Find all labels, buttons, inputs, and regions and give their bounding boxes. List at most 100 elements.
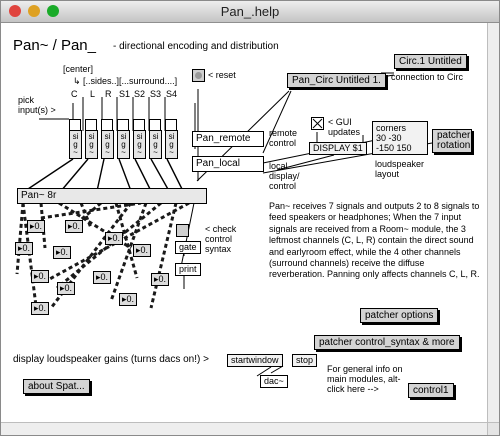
title-bar: Pan_.help [1,1,499,23]
print-object[interactable]: print [175,263,201,276]
corners-line: -150 150 [376,143,412,153]
slider-glyph: g [73,140,78,149]
gui-updates-toggle[interactable] [311,117,324,130]
patcher-rotation-button[interactable]: patcher rotation [432,129,472,153]
loudspeaker-gain-number[interactable]: ▸0. [105,232,124,245]
number-arrow-icon: ▸ [34,271,39,281]
channel-label: S1 [119,89,131,99]
control1-button[interactable]: control1 [408,383,454,398]
description-text: Pan~ receives 7 signals and outputs 2 to… [269,201,480,280]
reset-label: < reset [208,70,236,80]
corners-line: corners [376,123,407,133]
number-value: 0. [158,274,167,284]
remote-control-label: remote control [269,128,298,148]
loudspeaker-gain-number[interactable]: ▸0. [31,302,50,315]
slider-glyph: si [72,132,79,141]
loudspeaker-gain-number[interactable]: ▸0. [27,220,46,233]
loudspeaker-gain-number[interactable]: ▸0. [151,273,170,286]
number-arrow-icon: ▸ [30,221,35,231]
number-arrow-icon: ▸ [122,294,127,304]
slider-glyph: g [153,140,158,149]
loudspeaker-gain-number[interactable]: ▸0. [57,282,76,295]
slider-glyph: ~ [89,148,94,157]
slider-glyph: ~ [105,148,110,157]
dac-object[interactable]: dac~ [260,375,288,388]
slider-glyph: ~ [73,148,78,157]
channel-label: L [90,89,96,99]
vertical-scrollbar[interactable] [487,23,499,423]
slider-glyph: ~ [153,148,158,157]
number-arrow-icon: ▸ [108,233,113,243]
patch-canvas: Pan~ / Pan_ - directional encoding and d… [1,23,489,423]
center-label: [center] [63,64,94,74]
patcher-options-button[interactable]: patcher options [360,308,439,323]
number-value: 0. [60,247,69,257]
slider-glyph: ~ [121,148,126,157]
patcher-control-syntax-button[interactable]: patcher control_syntax & more [314,335,460,350]
number-value: 0. [38,303,47,313]
zoom-window-button[interactable] [47,5,59,17]
number-value: 0. [38,271,47,281]
pan-local-object[interactable]: Pan_local [192,156,264,172]
loudspeaker-gain-number[interactable]: ▸0. [65,220,84,233]
number-value: 0. [140,245,149,255]
channel-label: S3 [150,89,162,99]
horizontal-scrollbar[interactable] [1,422,489,435]
slider-glyph: si [136,132,143,141]
number-arrow-icon: ▸ [56,247,61,257]
patch-cords [15,72,433,377]
channel-label: C [71,89,78,99]
gui-updates-label: < GUI updates [328,117,361,137]
slider-glyph: si [104,132,111,141]
loudspeaker-gain-number[interactable]: ▸0. [15,242,34,255]
check-syntax-button[interactable] [176,224,189,237]
pan-object[interactable]: Pan~ 8r [17,188,207,204]
loudspeaker-gain-number[interactable]: ▸0. [93,271,112,284]
loudspeaker-gain-number[interactable]: ▸0. [31,270,50,283]
number-value: 0. [126,294,135,304]
startwindow-message[interactable]: startwindow [227,354,283,367]
slider-glyph: si [120,132,127,141]
x-icon [312,118,323,129]
loudspeaker-gain-number[interactable]: ▸0. [53,246,72,259]
slider-glyph: ~ [137,148,142,157]
loudspeaker-gains-label: display loudspeaker gains (turns dacs on… [13,354,209,365]
general-info-label: For general info on main modules, alt-cl… [327,364,403,394]
gate-object[interactable]: gate [175,241,201,254]
connection-to-circ-label: connection to Circ [391,72,464,82]
loudspeaker-gain-number[interactable]: ▸0. [133,244,152,257]
corners-line: 30 -30 [376,133,402,143]
about-spat-button[interactable]: about Spat... [23,379,90,394]
close-window-button[interactable] [9,5,21,17]
circ-untitled-button[interactable]: Circ.1 Untitled [394,54,467,69]
stop-message[interactable]: stop [292,354,318,367]
pan-circ-button[interactable]: Pan_Circ Untitled 1. [287,73,386,88]
pan-remote-object[interactable]: Pan_remote [192,131,264,147]
slider-glyph: si [152,132,159,141]
local-display-label: local display/ control [269,161,300,191]
slider-glyph: si [88,132,95,141]
loudspeaker-gain-number[interactable]: ▸0. [119,293,138,306]
sides-surround-label: ↳ [..sides..][...surround....] [73,76,178,86]
minimize-window-button[interactable] [28,5,40,17]
number-arrow-icon: ▸ [68,221,73,231]
channel-label: S2 [134,89,146,99]
slider-glyph: g [137,140,142,149]
check-control-syntax-label: < check control syntax [205,224,237,254]
number-value: 0. [112,233,121,243]
pick-input-label: pick input(s) > [18,95,56,115]
resize-grip[interactable] [487,422,499,435]
number-arrow-icon: ▸ [34,303,39,313]
display-message[interactable]: DISPLAY $1 [309,142,367,155]
reset-button[interactable] [192,69,205,82]
number-value: 0. [22,243,31,253]
corners-message[interactable]: corners 30 -30 -150 150 [372,121,428,155]
slider-glyph: si [168,132,175,141]
